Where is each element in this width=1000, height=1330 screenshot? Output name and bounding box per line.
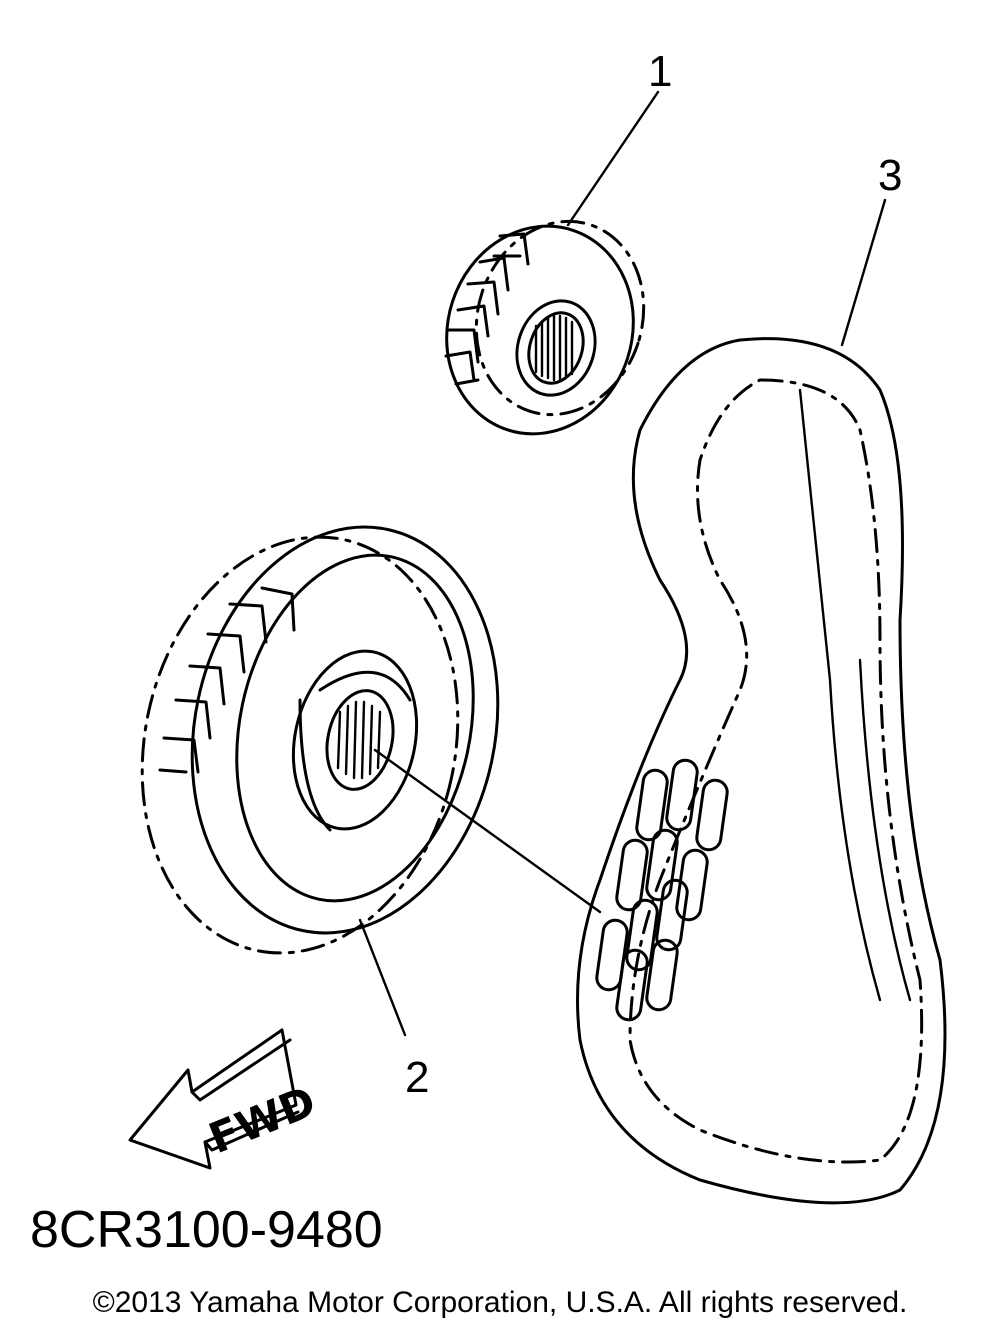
leader-line-3 bbox=[840, 198, 887, 347]
callout-1: 1 bbox=[648, 47, 672, 96]
leader-line-shaft bbox=[373, 748, 602, 914]
chain-links bbox=[595, 758, 729, 1022]
large-sprocket[interactable] bbox=[105, 498, 535, 982]
diagram-number: 8CR3100-9480 bbox=[30, 1201, 383, 1259]
drive-belt-with-chain[interactable] bbox=[576, 337, 947, 1205]
forward-direction-arrow: FWD bbox=[128, 1028, 322, 1170]
leader-line-1 bbox=[566, 90, 660, 227]
fwd-label: FWD bbox=[202, 1077, 322, 1164]
copyright-notice: ©2013 Yamaha Motor Corporation, U.S.A. A… bbox=[92, 1286, 908, 1319]
leader-line-2 bbox=[358, 918, 407, 1037]
small-sprocket[interactable] bbox=[420, 199, 668, 458]
callout-3: 3 bbox=[878, 151, 902, 200]
callout-2: 2 bbox=[405, 1053, 429, 1102]
